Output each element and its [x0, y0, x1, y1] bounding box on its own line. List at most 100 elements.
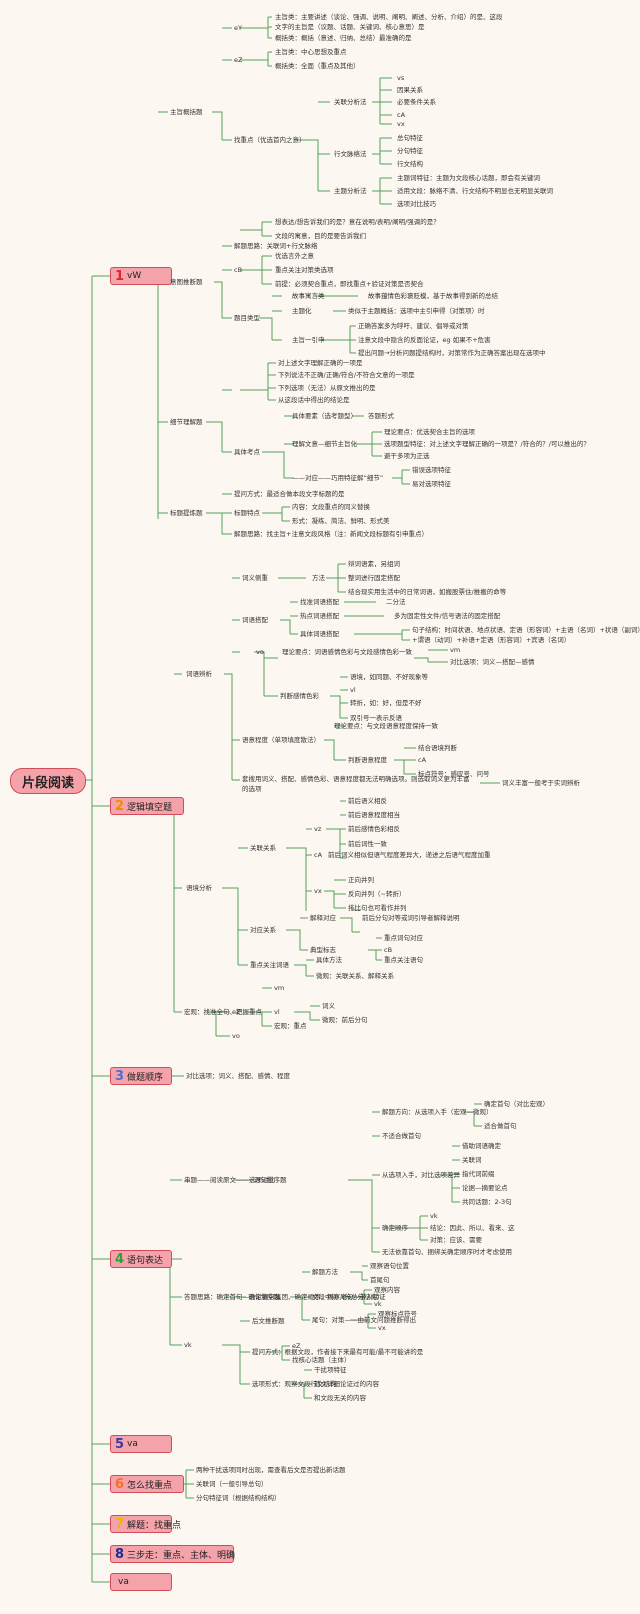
node-label: 前后分句对等或词引导者解释说明 [362, 914, 460, 922]
node-label: 类似于主题概括：选项中主引申得（对策项）时 [348, 307, 485, 315]
node-label: 错误选项特征 [412, 466, 451, 474]
node-label: vk [184, 1341, 192, 1349]
node-label: 理论要点：优选契合主旨的选项 [384, 428, 475, 436]
node-label: 句子结构：时间状语、地点状语、定语（形容词）+主语（名词）+状语（副词） [412, 626, 640, 634]
node-label: +谓语（动词）+补语+定语（形容词）+宾语（名词） [412, 636, 571, 644]
node-label: 首尾句 [370, 1276, 390, 1284]
node-label: vx [397, 120, 405, 128]
node-label: 文段中间（分总分结构） [312, 1293, 384, 1301]
node-label: vz [314, 825, 322, 833]
node-label: 理论要点：词语感情色彩与文段感情色彩一致 [282, 648, 412, 656]
node-label: 重点关注语句 [384, 956, 423, 964]
node-label: 行文结构 [397, 160, 423, 168]
node-label: 标题提炼题 [170, 509, 203, 517]
node-label: eZ [232, 1008, 241, 1016]
section-label: vW [127, 271, 142, 281]
node-label: 观察语句位置 [370, 1262, 409, 1270]
node-label: 下列选项（无法）从原文推出的是 [278, 384, 376, 392]
node-label: 正确答案多为呼吁、建议、倡导或对策 [358, 322, 469, 330]
node-label: 语句填空题 [248, 1293, 281, 1301]
node-label: 宏观：重点 [274, 1022, 307, 1030]
node-label: 确定首句（对比宏观） [484, 1100, 549, 1108]
node-label: 前后感情色彩相反 [348, 825, 400, 833]
section-label: 解题：找重点 [127, 1520, 182, 1531]
node-label: 前文详细论证过的内容 [314, 1380, 379, 1388]
node-label: vm [274, 984, 285, 992]
node-label: 后文推断题 [252, 1317, 285, 1325]
node-label: 对比选项：词义、搭配、感情、程度 [186, 1072, 290, 1080]
node-label: 提问方式：根据文段，作者接下来最有可能/最不可能讲的是 [252, 1348, 424, 1356]
node-label: 从这段话中得出的结论是 [278, 396, 350, 404]
node-label: 概括类：全面（重点及其他） [275, 62, 360, 70]
section-num: 3 [115, 1068, 125, 1084]
node-label: cA [397, 111, 406, 119]
node-label: 前后词义相似但语气程度差异大，递进之后语气程度加重 [328, 851, 491, 859]
node-label: 关联分析法 [334, 98, 367, 106]
node-label: 解释对应 [310, 914, 336, 922]
node-label: 故事蕴情色彩褒贬模，基于故事得到新的总结 [368, 292, 498, 300]
node-label: vm [450, 646, 461, 654]
node-label: 结合语境判断 [418, 744, 457, 752]
node-label: 双引号一表示反语 [350, 714, 402, 722]
node-label: vx [378, 1324, 386, 1332]
node-label: 文字的主旨是（议题、话题、关键词、核心意思）是 [275, 23, 425, 31]
node-label: 套搜用词义、搭配、感情色彩、语意程度都无法明确选项。则选取词义更为丰富 [242, 775, 470, 783]
node-label: 具体要素（选考题型） [292, 412, 357, 420]
node-label: 主题分析法 [334, 187, 367, 195]
node-label: vo [256, 648, 264, 656]
node-label: vs [397, 74, 405, 82]
node-label: 选项对比技巧 [397, 200, 436, 208]
node-label: 理解文意—细节主旨化 [292, 440, 357, 448]
node-label: 对上述文字理解正确的一项是 [278, 359, 363, 367]
node-label: 前提：必须契合重点，即找重点+验证对策是否契合 [275, 280, 424, 288]
node-label: 因果关系 [397, 86, 423, 94]
node-label: 微观：前后分句 [322, 1016, 368, 1024]
node-label: 细节理解题 [170, 418, 203, 426]
node-label: 重点关注词语 [250, 961, 289, 969]
node-label: 下列说法不正确/正确/符合/不符合文意的一项是 [278, 371, 415, 379]
node-label: 关联词 [462, 1156, 482, 1164]
node-label: 具体方法 [316, 956, 342, 964]
node-label: 微观：关联关系、解释关系 [316, 972, 394, 980]
root-node[interactable]: 片段阅读 [10, 768, 86, 794]
node-label: 观察标点符号 [378, 1310, 417, 1318]
node-label: vl [350, 686, 356, 694]
node-label: 无法依靠首句、捆绑关确定顺序时才考虑使用 [382, 1248, 512, 1256]
node-label: 主题化 [292, 307, 312, 315]
section-9[interactable]: va [110, 1573, 172, 1591]
node-label: 标点符号：感叹号、问号 [418, 770, 490, 778]
node-label: 前后语意程度相当 [348, 811, 400, 819]
node-label: 主旨概括题 [170, 108, 203, 116]
node-label: vx [314, 887, 322, 895]
node-label: 词义侧重 [242, 574, 268, 582]
node-label: 主旨一引申 [292, 336, 325, 344]
node-label: 重点关注对策类选项 [275, 266, 334, 274]
node-label: 选项题型特征：对上述文字理解正确的一项是？/符合的？/可以推出的？ [384, 440, 590, 448]
node-label: 主旨类：中心思想及重点 [275, 48, 347, 56]
node-label: 适合做首句 [484, 1122, 517, 1130]
node-label: 观察内容 [374, 1286, 400, 1294]
node-label: 解题思路：找主旨+注意文段风格（注：新闻文段标题有引申重点） [234, 530, 428, 538]
node-label: 语境分析 [186, 884, 212, 892]
node-label: 转折，如：好，但是不好 [350, 699, 422, 707]
node-label: 辩词语素，另组词 [348, 560, 400, 568]
node-label: 词语辨析 [186, 670, 212, 678]
node-label: 概括类：概括（意述、归纳、总结）最准确的是 [275, 34, 412, 42]
section-num: 2 [115, 798, 125, 814]
node-label: 注意文段中隐含的反面论证，eg 如果不+危害 [358, 336, 491, 344]
node-label: 文段的寓意，目的是要告诉我们 [275, 232, 366, 240]
node-label: 共同话题：2-3句 [462, 1198, 512, 1206]
node-label: 宏观：找准全句、把握重点 [184, 1008, 262, 1016]
node-label: 正向并列 [348, 876, 374, 884]
node-label: 总句特征 [397, 134, 423, 142]
node-label: eZ [292, 1342, 301, 1350]
section-label: 做题顺序 [127, 1072, 164, 1083]
